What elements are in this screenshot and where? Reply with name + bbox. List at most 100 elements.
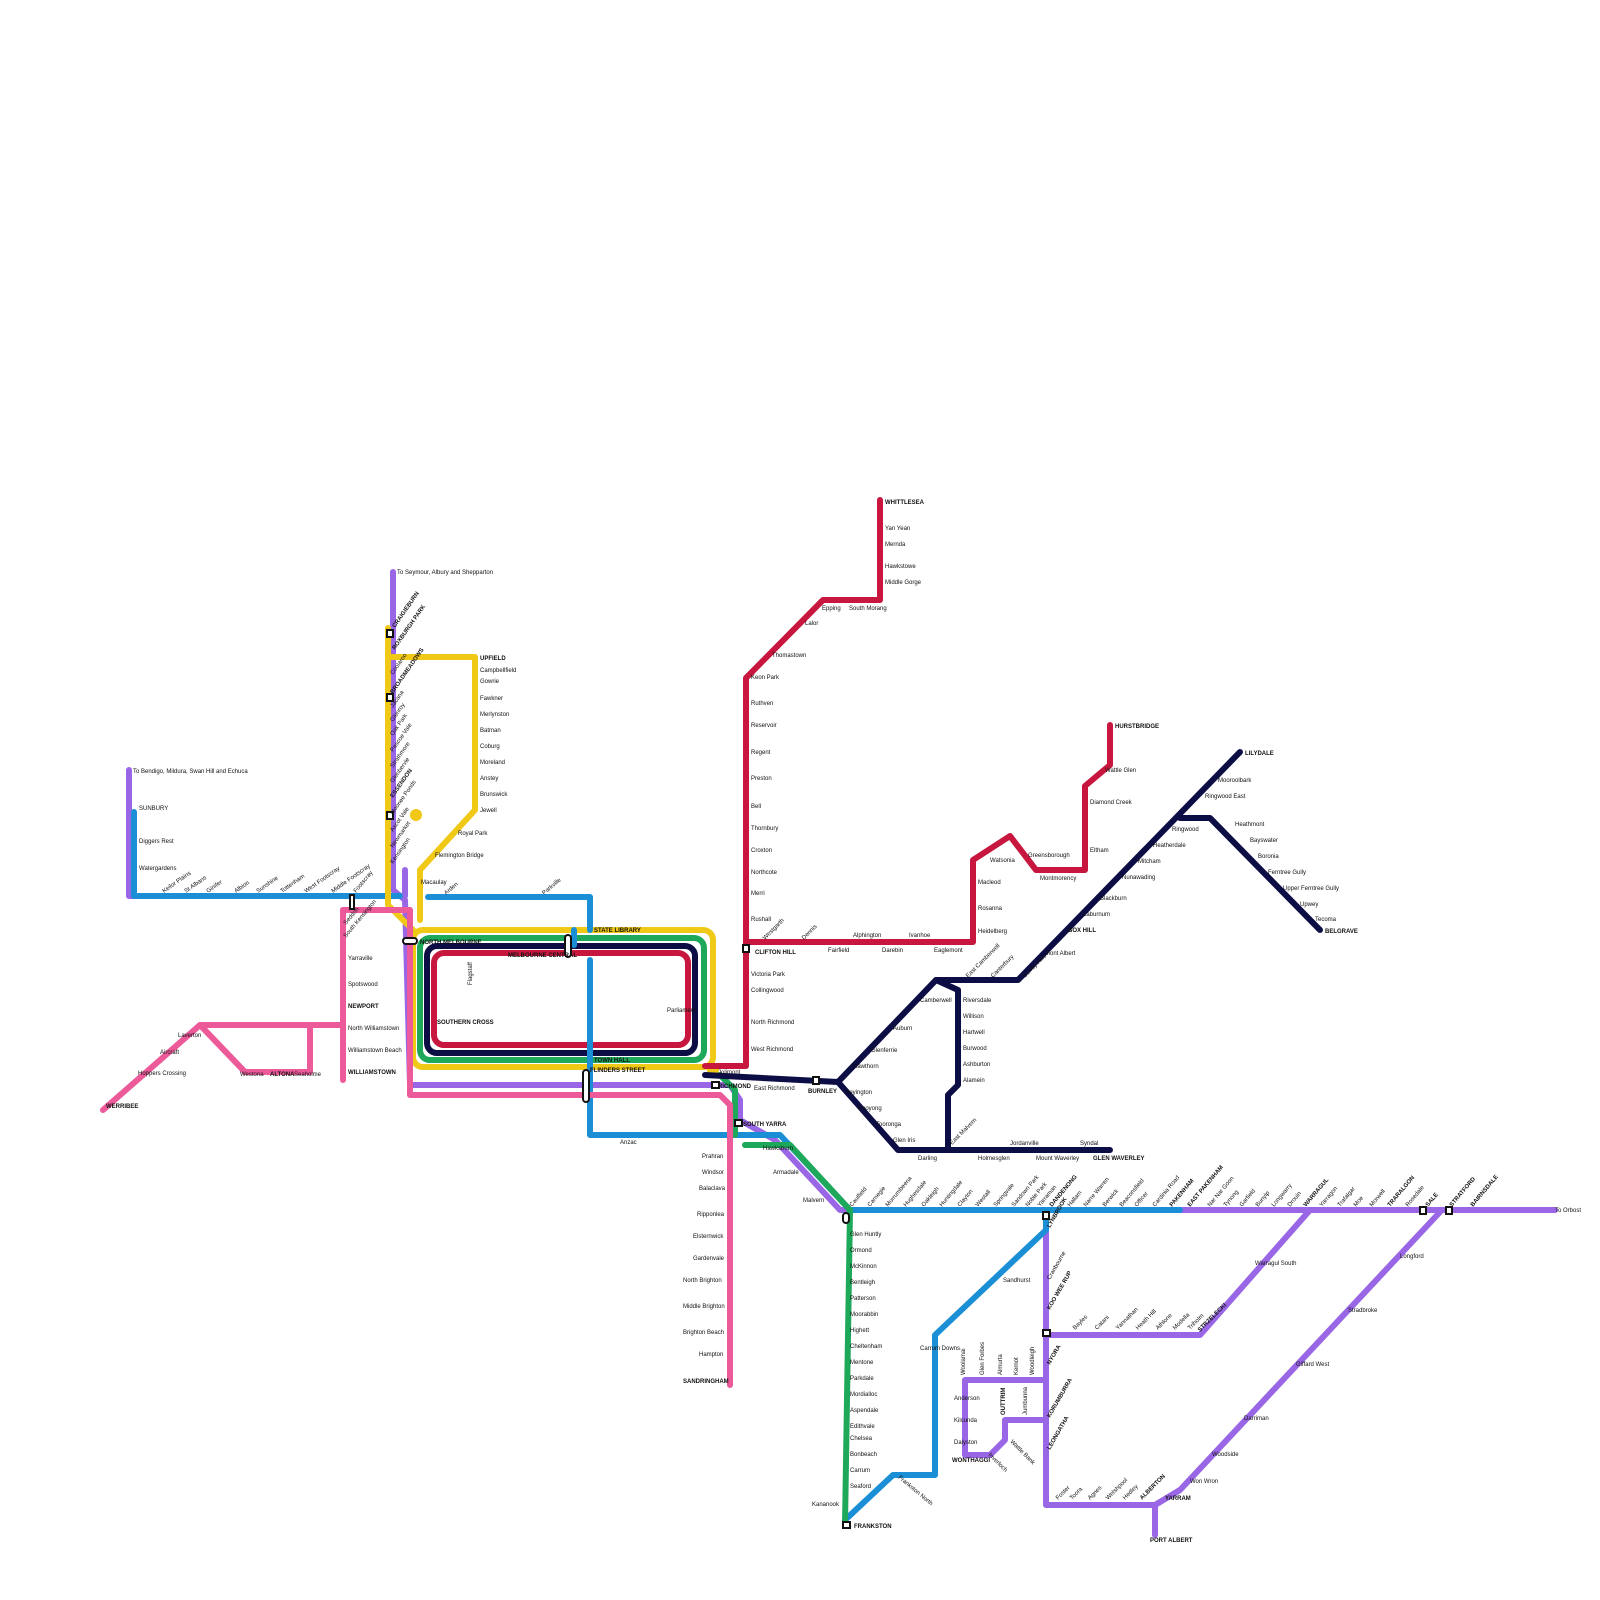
label-watergardens: Watergardens (139, 866, 176, 872)
label-frankston: FRANKSTON (854, 1524, 892, 1530)
label-thomastown: Thomastown (772, 653, 806, 659)
label-warragul-south: Warragul South (1255, 1261, 1296, 1267)
label-windsor: Windsor (702, 1170, 724, 1176)
label-anzac: Anzac (620, 1140, 637, 1146)
label-flinders-street: FLINDERS STREET (590, 1068, 646, 1074)
label-west-richmond: West Richmond (751, 1047, 793, 1053)
label-korumburra: KORUMBURRA (1047, 1377, 1075, 1419)
label-yan-yean: Yan Yean (885, 526, 910, 532)
label-ginifer: Ginifer (206, 880, 224, 895)
label-hallam: Hallam (1067, 1190, 1084, 1208)
label-auburn: Auburn (893, 1026, 912, 1032)
label-north-melbourne: NORTH MELBOURNE (420, 940, 482, 946)
label-westona: Westona (240, 1072, 264, 1078)
label-jewell: Jewell (480, 808, 497, 814)
label-darebin: Darebin (882, 948, 903, 954)
label-kananook: Kananook (812, 1502, 840, 1508)
label-regent: Regent (751, 750, 771, 756)
label-patterson: Patterson (850, 1296, 876, 1302)
label-riversdale: Riversdale (963, 998, 992, 1004)
label-whittlesea: WHITTLESEA (885, 500, 925, 506)
label-seaholme: Seaholme (294, 1072, 322, 1078)
label-east-pakenham: EAST PAKENHAM (1187, 1165, 1225, 1209)
label-surrey-hills: Surrey Hills (1022, 953, 1048, 979)
label-malvern: Malvern (803, 1198, 824, 1204)
label-bayswater: Bayswater (1250, 838, 1278, 844)
label-ringwood-east: Ringwood East (1205, 794, 1246, 800)
label-laverton: Laverton (178, 1033, 201, 1039)
label-leongatha: LEONGATHA (1047, 1415, 1071, 1451)
label-fairfield: Fairfield (828, 948, 849, 954)
label-bonbeach: Bonbeach (850, 1452, 877, 1458)
label-westall: Westall (975, 1189, 992, 1208)
label-bayles: Bayles (1072, 1314, 1089, 1331)
label-croxton: Croxton (751, 848, 772, 854)
label-balaclava: Balaclava (699, 1186, 726, 1192)
label-syndal: Syndal (1080, 1141, 1098, 1147)
label-drouin: Drouin (1287, 1191, 1303, 1208)
label-brighton-beach: Brighton Beach (683, 1330, 724, 1336)
label-hartwell: Hartwell (963, 1030, 985, 1036)
label-reservoir: Reservoir (751, 723, 777, 729)
label-port-albert: PORT ALBERT (1150, 1538, 1193, 1544)
label-jordanville: Jordanville (1010, 1141, 1039, 1147)
label-kernot: Kernot (1014, 1357, 1020, 1375)
label-north-richmond: North Richmond (751, 1020, 794, 1026)
label-darling: Darling (918, 1156, 937, 1162)
label-foster: Foster (1055, 1485, 1071, 1501)
label-ruthven: Ruthven (751, 701, 773, 707)
label-bentleigh: Bentleigh (850, 1280, 875, 1286)
label-craigieburn: CRAIGIEBURN (392, 591, 421, 629)
label-brunswick: Brunswick (480, 792, 508, 798)
label-glen-huntly: Glen Huntly (850, 1232, 881, 1238)
label-laburnum: Laburnum (1083, 912, 1110, 918)
label-heyington: Heyington (845, 1090, 872, 1096)
label-carrum-downs: Carrum Downs (920, 1346, 960, 1352)
label-melbourne-central: MELBOURNE CENTRAL (508, 953, 577, 959)
label-tooronga: Tooronga (876, 1122, 902, 1128)
label-state-library: STATE LIBRARY (594, 928, 641, 934)
label-holmesglen: Holmesglen (978, 1156, 1010, 1162)
label-darriman: Darriman (1244, 1416, 1269, 1422)
label-longford: Longford (1400, 1254, 1424, 1260)
label-seaford: Seaford (850, 1484, 871, 1490)
label-alamein: Alamein (963, 1078, 985, 1084)
label-east-richmond: East Richmond (754, 1086, 795, 1092)
label-southern-cross: SOUTHERN CROSS (437, 1020, 494, 1026)
label-heatherdale: Heatherdale (1153, 843, 1186, 849)
label-sunshine: Sunshine (256, 875, 280, 895)
label-hawksburn: Hawksburn (763, 1146, 793, 1152)
label-keon-park: Keon Park (751, 675, 780, 681)
label-ringwood: Ringwood (1172, 827, 1199, 833)
label-catani: Catani (1094, 1315, 1111, 1332)
label-gardenvale: Gardenvale (693, 1256, 725, 1262)
label-north-williamstown: North Williamstown (348, 1026, 399, 1032)
label-albion: Albion (234, 880, 251, 894)
label-blackburn: Blackburn (1100, 896, 1127, 902)
label-flemington-bridge: Flemington Bridge (435, 853, 484, 859)
label-williamstown: WILLIAMSTOWN (348, 1070, 396, 1076)
label-wonthaggi: WONTHAGGI (952, 1458, 990, 1464)
label-moorabbin: Moorabbin (850, 1312, 878, 1318)
label-to-seymour: To Seymour, Albury and Shepparton (397, 570, 493, 576)
label-clifton-hill: CLIFTON HILL (755, 950, 796, 956)
label-parkdale: Parkdale (850, 1376, 874, 1382)
label-south-morang: South Morang (849, 606, 887, 612)
label-epping: Epping (822, 606, 841, 612)
label-mentone: Mentone (850, 1360, 874, 1366)
label-hoppers-crossing: Hoppers Crossing (138, 1071, 186, 1077)
label-eaglemont: Eaglemont (934, 948, 963, 954)
label-carrum: Carrum (850, 1468, 870, 1474)
label-wattle-glen: Wattle Glen (1105, 768, 1136, 774)
label-dalyston: Dalyston (954, 1440, 977, 1446)
label-merri: Merri (751, 891, 765, 897)
label-elsternwick: Elsternwick (693, 1234, 724, 1240)
label-hampton: Hampton (699, 1352, 723, 1358)
label-montmorency: Montmorency (1040, 876, 1076, 882)
label-prahran: Prahran (702, 1154, 723, 1160)
label-batman: Batman (480, 728, 501, 734)
label-upper-ferntree-gully: Upper Ferntree Gully (1283, 886, 1339, 892)
label-northcote: Northcote (751, 870, 778, 876)
label-hurstbridge: HURSTBRIDGE (1115, 724, 1159, 730)
